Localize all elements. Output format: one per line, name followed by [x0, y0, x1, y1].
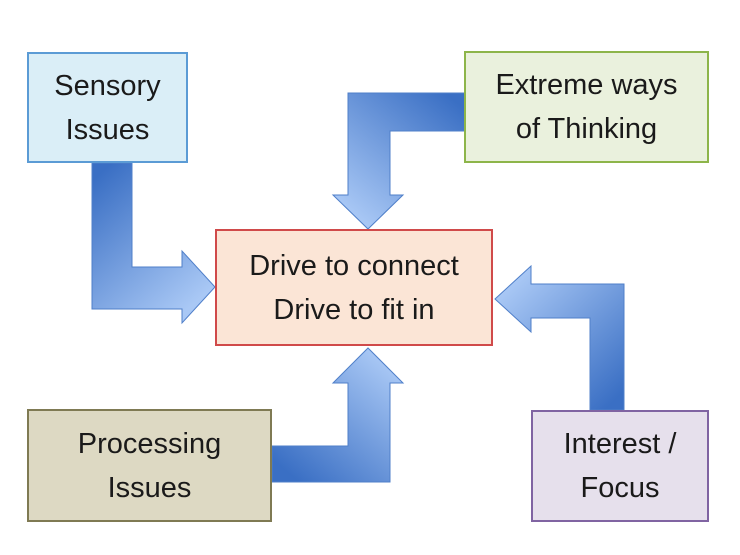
extreme-thinking-line-1: Extreme ways: [495, 69, 678, 101]
extreme-thinking-box: Extreme ways of Thinking: [464, 51, 709, 163]
processing-issues-box: Processing Issues: [27, 409, 272, 522]
interest-focus-line-1: Interest /: [563, 428, 677, 460]
interest-focus-box: Interest / Focus: [531, 410, 709, 522]
arrow-interest-to-center: [494, 264, 625, 411]
arrow-processing-to-center: [271, 347, 405, 483]
drive-to-fit-in-line: Drive to fit in: [273, 293, 435, 326]
drive-center-box: Drive to connect Drive to fit in: [215, 229, 493, 346]
interest-focus-line-2: Focus: [580, 472, 660, 504]
arrow-sensory-to-center: [91, 162, 216, 325]
extreme-thinking-line-2: of Thinking: [515, 113, 658, 145]
sensory-issues-line-1: Sensory: [54, 69, 161, 102]
sensory-issues-box: Sensory Issues: [27, 52, 188, 163]
sensory-issues-line-2: Issues: [65, 113, 150, 146]
drive-to-connect-line: Drive to connect: [249, 249, 459, 282]
processing-issues-line-2: Issues: [107, 471, 192, 504]
arrow-extreme-to-center: [331, 92, 467, 230]
processing-issues-line-1: Processing: [77, 427, 222, 460]
